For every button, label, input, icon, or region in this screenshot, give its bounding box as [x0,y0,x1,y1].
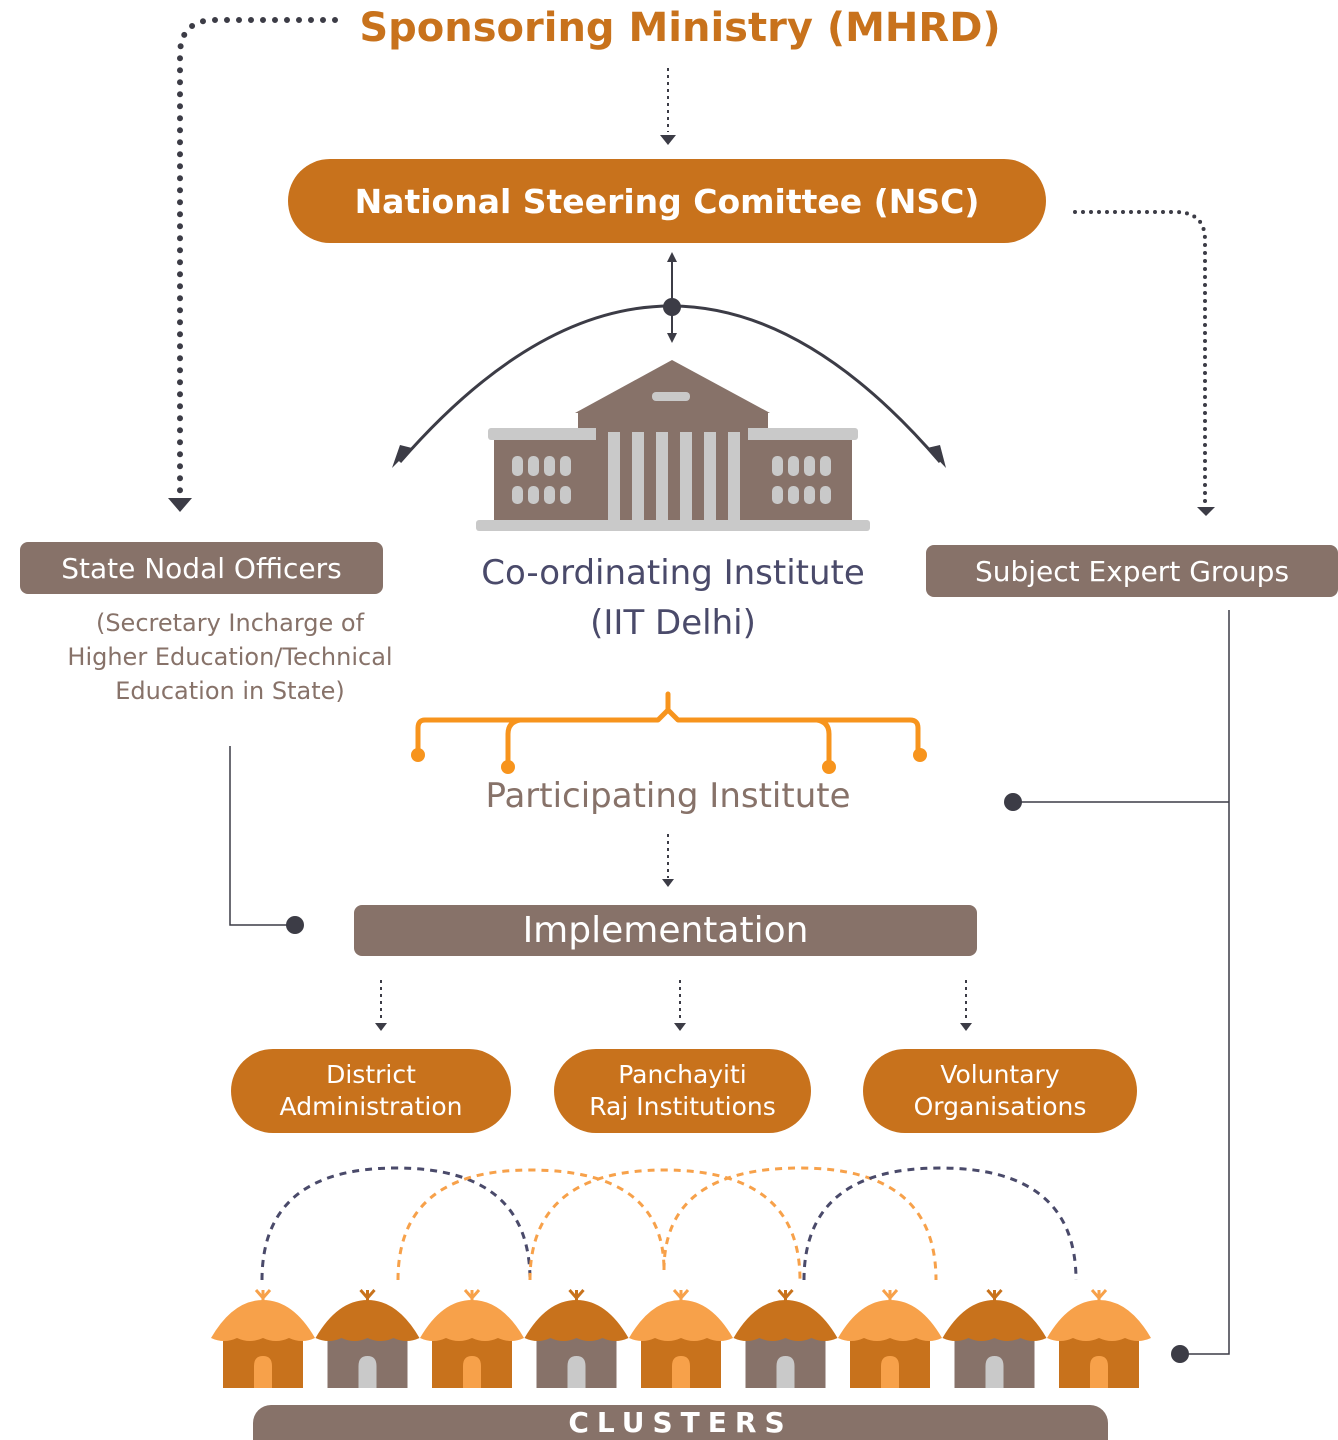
implementation-label: Implementation [522,910,809,951]
hut-icon [315,1289,420,1388]
coordinating-line1: Co-ordinating Institute [481,553,865,593]
clusters-bar: CLUSTERS [253,1405,1108,1440]
nsc-box: National Steering Comittee (NSC) [288,159,1046,243]
agency-district-administration: District Administration [231,1049,511,1133]
experts-to-clusters-connector [1180,610,1230,1355]
nsc-to-experts-connector [1073,210,1207,506]
agency-line: Organisations [913,1092,1087,1121]
coordinating-line2: (IIT Delhi) [590,603,756,643]
state-arrowhead [168,498,192,512]
state-nodal-label: State Nodal Officers [61,551,342,585]
institute-building-icon [476,360,870,531]
implementation-box: Implementation [354,905,977,956]
participating-institute-label: Participating Institute [485,776,851,816]
sponsor-to-state-connector [177,17,338,498]
agency-panchayiti-raj: Panchayiti Raj Institutions [554,1049,811,1133]
participating-tree-connector [415,691,921,768]
agency-line: Panchayiti [618,1060,747,1089]
state-nodal-note: (Secretary Incharge of Higher Education/… [20,606,440,708]
agency-line: Raj Institutions [589,1092,776,1121]
experts-arrowhead [1197,507,1215,516]
agency-voluntary-organisations: Voluntary Organisations [863,1049,1137,1133]
agency-line: Voluntary [940,1060,1060,1089]
state-to-implementation-connector [229,746,294,926]
coordination-arc [398,304,942,463]
subject-expert-box: Subject Expert Groups [926,545,1338,597]
nsc-label: National Steering Comittee (NSC) [354,181,980,221]
subject-expert-label: Subject Expert Groups [974,554,1290,588]
cluster-link-arcs [260,1166,1078,1281]
sponsoring-ministry-title: Sponsoring Ministry (MHRD) [359,5,1001,51]
state-nodal-note-line: Higher Education/Technical [67,643,393,671]
hut-icon [524,1289,629,1388]
hut-icon [733,1289,838,1388]
state-nodal-note-line: (Secretary Incharge of [95,609,365,637]
clusters-label: CLUSTERS [568,1406,793,1439]
hut-icon [629,1289,733,1388]
agency-line: Administration [279,1092,463,1121]
hut-icon [838,1289,942,1388]
cluster-huts [211,1289,1151,1388]
state-nodal-note-line: Education in State) [115,677,345,705]
hut-icon [420,1289,524,1388]
hut-icon [211,1289,315,1388]
coordinating-institute-label: Co-ordinating Institute (IIT Delhi) [440,548,906,648]
state-nodal-box: State Nodal Officers [20,542,383,594]
hut-icon [942,1289,1047,1388]
hut-icon [1047,1289,1151,1388]
agency-line: District [326,1060,416,1089]
